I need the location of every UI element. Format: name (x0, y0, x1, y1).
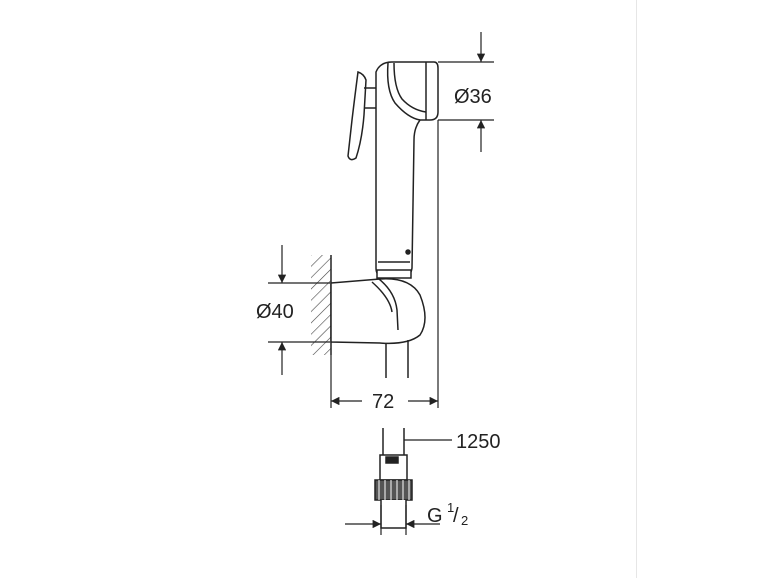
label-holder-diameter: Ø40 (256, 301, 294, 323)
spray-head (375, 61, 439, 279)
dimension-thread (345, 505, 440, 535)
dimension-holder-diameter (268, 245, 330, 375)
label-hose-length: 1250 (456, 431, 501, 453)
label-head-diameter: Ø36 (454, 86, 492, 108)
hose-upper (385, 340, 409, 378)
wall-holder (330, 278, 426, 345)
label-projection: 72 (372, 391, 394, 413)
dimension-projection (330, 120, 439, 408)
hose-connector (374, 428, 413, 529)
label-thread-main: G (427, 505, 443, 527)
label-thread-numerator: 1 (447, 500, 454, 515)
wall (311, 255, 332, 355)
trigger-lever (347, 71, 376, 161)
page-divider-line (636, 0, 637, 578)
label-thread-slash: / (453, 505, 459, 527)
dimension-head-diameter (438, 32, 494, 152)
label-thread-denominator: 2 (461, 513, 468, 528)
